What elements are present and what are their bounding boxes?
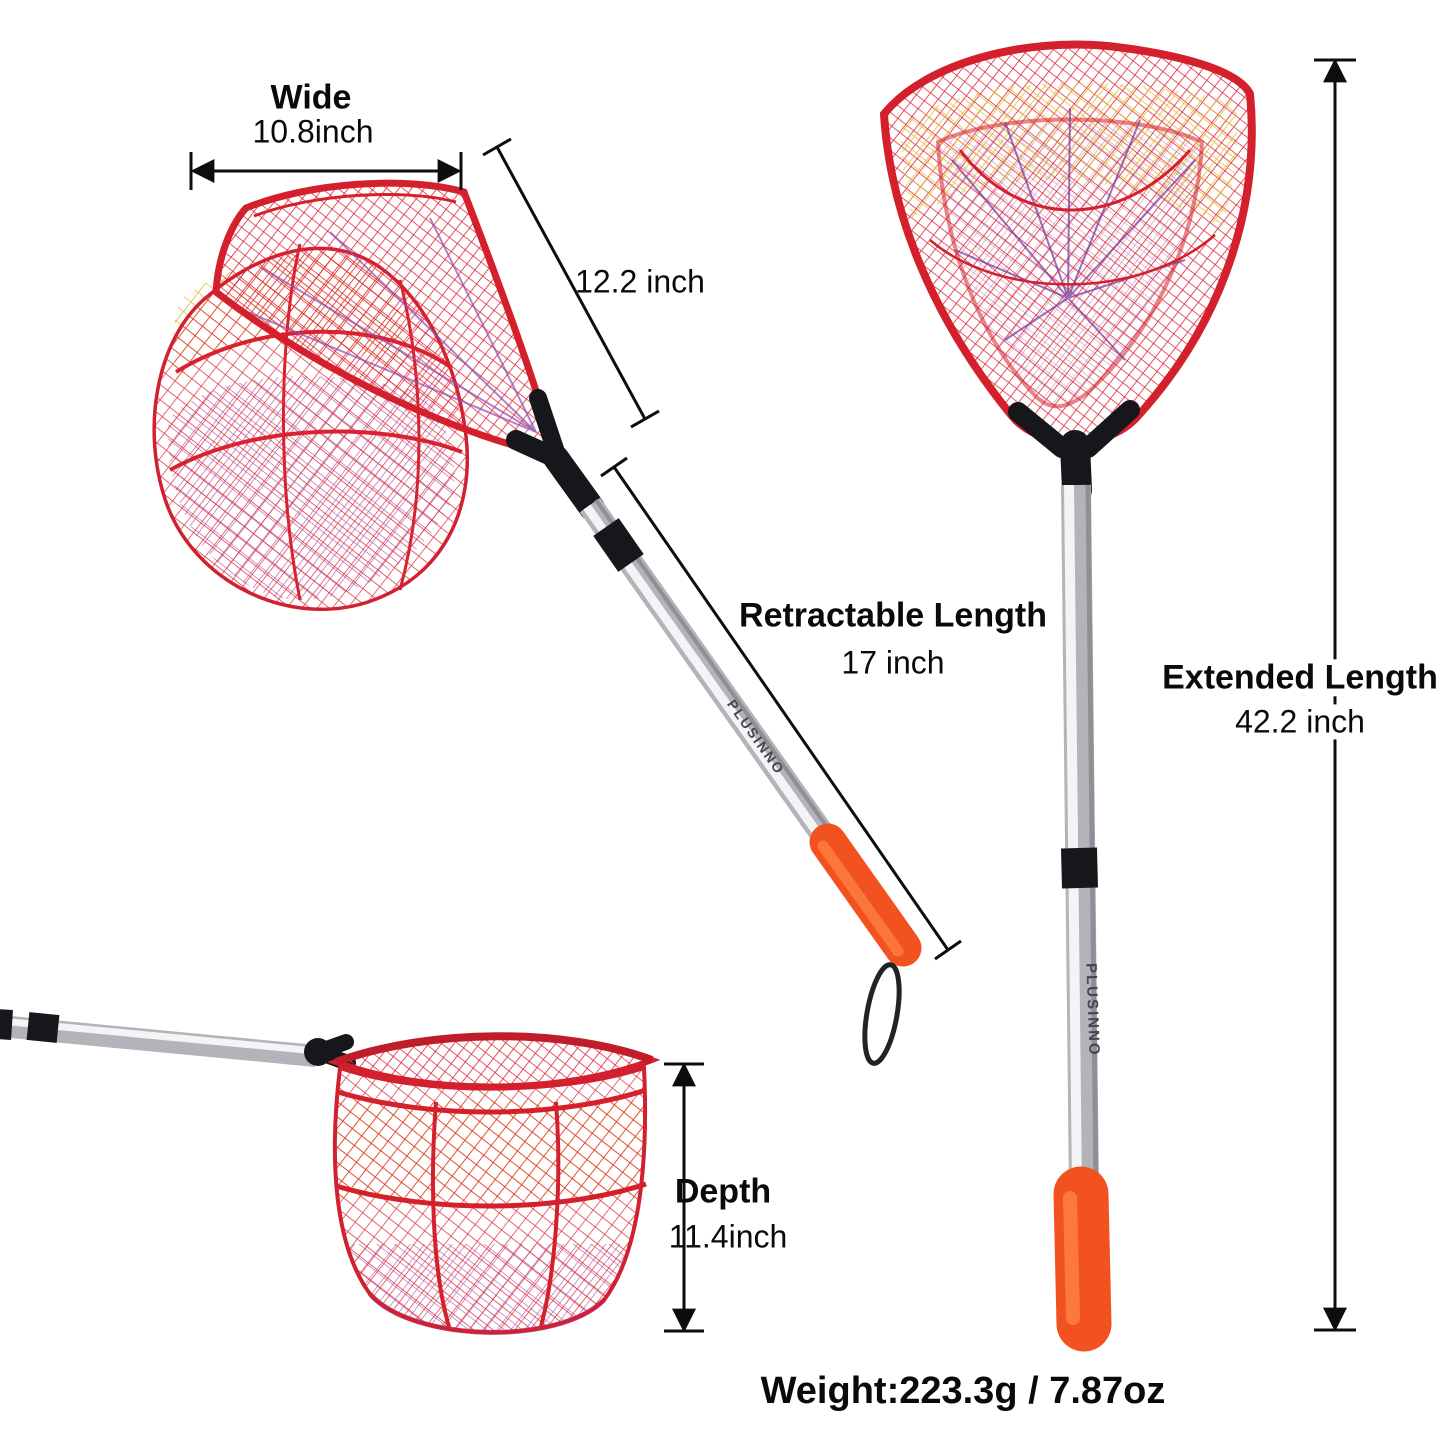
wrist-strap [862,962,902,1066]
brand-text-retracted-pole: PLUSINNO [724,696,788,777]
brand-text-extended-pole: PLUSINNO [1082,963,1102,1057]
wide-arrow [189,152,463,190]
depth-value: 11.4inch [668,1218,788,1255]
pole-collar [593,518,644,572]
net-hoop-edge [327,1032,661,1090]
y-joint [506,389,605,521]
pole-collar [26,1012,60,1043]
net-bag-side [332,1065,648,1335]
depth-arrow [664,1062,704,1333]
measurement-annotations [189,58,1356,1333]
side-length-value: 12.2 inch [575,263,705,300]
extended-label: Extended Length [1154,658,1445,697]
depth-label: Depth [674,1172,772,1211]
y-joint-extended [1008,400,1140,505]
retractable-length-line [600,456,962,961]
retractable-label: Retractable Length [739,596,1047,635]
pole-collar [1061,847,1098,889]
weight-label: Weight:223.3g / 7.87oz [760,1370,1166,1413]
wide-value: 10.8inch [252,113,374,150]
net-retracted-view: PLUSINNO [152,179,922,1066]
wide-label: Wide [270,78,352,117]
net-side-view [0,1009,661,1335]
telescopic-pole-extended: PLUSINNO [1061,484,1103,1191]
side-length-line [482,137,660,429]
retractable-value: 17 inch [841,644,945,681]
net-extended-view: PLUSINNO [879,40,1256,1352]
foam-grip-extended [1053,1166,1112,1352]
foam-grip-retracted [809,823,922,967]
pole-side [0,1009,318,1067]
extended-value: 42.2 inch [1227,704,1373,740]
net-hoop-front [879,40,1256,446]
